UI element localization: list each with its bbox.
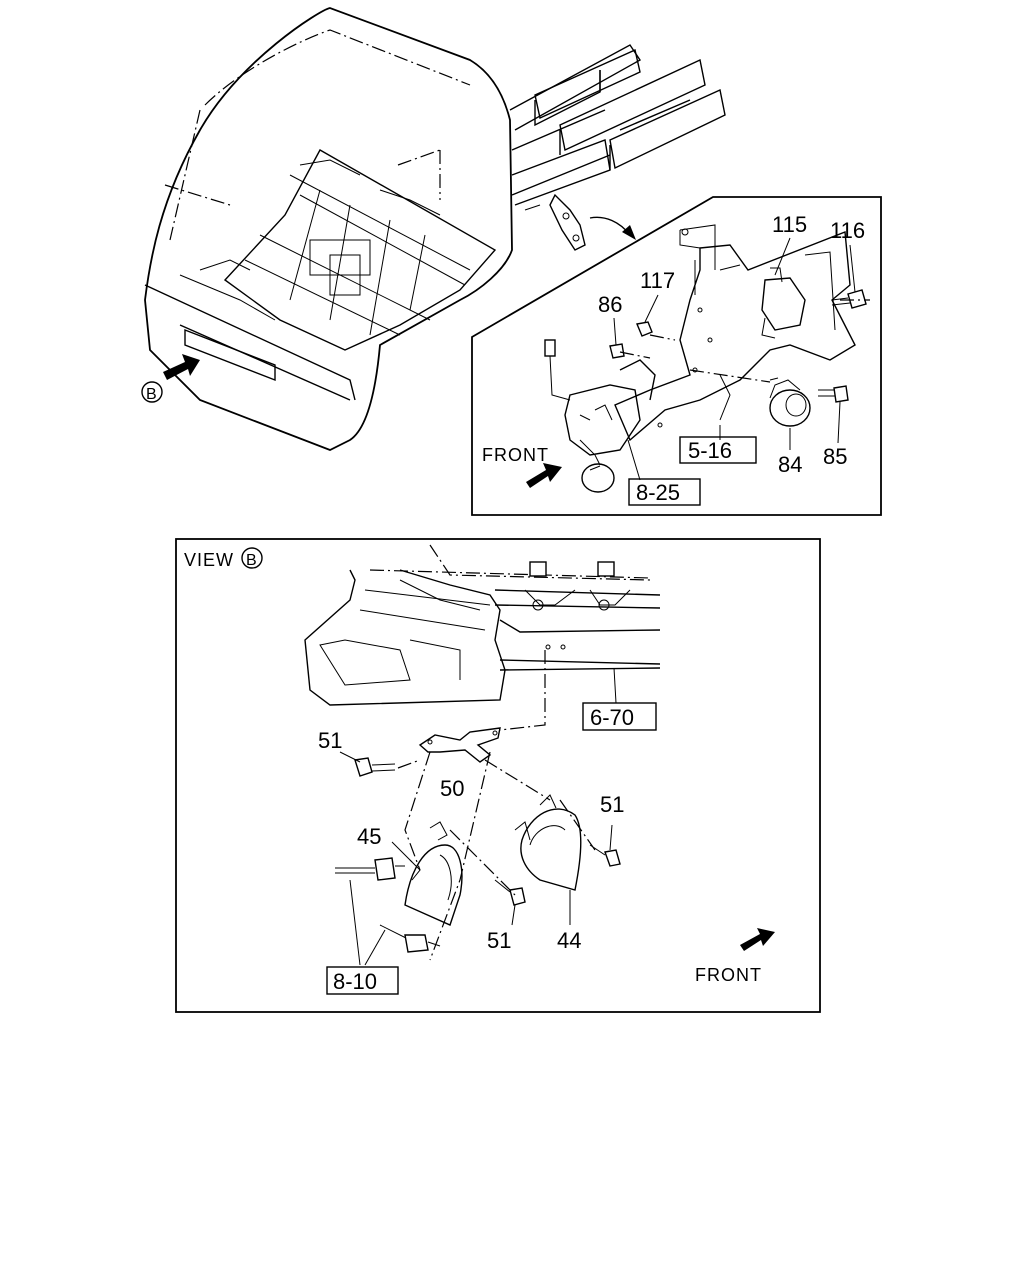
frame-bracket (524, 193, 586, 251)
callout-44: 44 (557, 928, 581, 953)
horn-45 (404, 821, 463, 926)
leader-8-10 (349, 879, 361, 966)
horn-84 (769, 377, 811, 427)
leader-51l (339, 751, 361, 763)
leader-8-25 (627, 439, 641, 481)
cab-underside (304, 544, 651, 706)
callout-85: 85 (823, 444, 847, 469)
leader-117 (644, 294, 659, 323)
bolt-51-right (589, 844, 621, 867)
detail-panel: 115 116 117 86 84 85 5-16 8-25 FRONT (471, 196, 882, 516)
callout-50: 50 (440, 776, 464, 801)
front-label-view-b: FRONT (695, 965, 762, 985)
leader-86 (613, 317, 617, 346)
leader-51b (511, 904, 516, 926)
ref-6-70: 6-70 (590, 705, 634, 730)
view-b-marker-circle (141, 381, 163, 403)
relay-115 (761, 267, 806, 339)
leader-6-70 (613, 667, 617, 704)
callout-84: 84 (778, 452, 802, 477)
callout-116: 116 (830, 218, 865, 243)
ref-8-10: 8-10 (333, 969, 377, 994)
chassis-frame (509, 44, 726, 206)
view-label: VIEW (184, 550, 234, 570)
horn-44 (514, 794, 582, 891)
leader-51r (609, 824, 613, 851)
view-b-circle (241, 547, 263, 569)
callout-51-right: 51 (600, 792, 624, 817)
nut-86 (609, 343, 625, 359)
callout-51-left: 51 (318, 728, 342, 753)
ref-box-8-10 (326, 966, 399, 995)
leader-85 (837, 401, 841, 444)
leader-8-10b (364, 929, 386, 966)
bolt-51-left (354, 757, 396, 777)
callout-51-bottom: 51 (487, 928, 511, 953)
ref-box-8-25 (628, 478, 701, 506)
nut-117 (636, 321, 653, 337)
ref-8-25: 8-25 (636, 480, 680, 505)
leader-116 (849, 244, 856, 293)
callout-117: 117 (640, 268, 675, 293)
ref-box-5-16 (679, 436, 757, 464)
frame-rail-view-b (494, 561, 661, 671)
front-arrow-top (526, 463, 562, 488)
cab-floor (179, 149, 497, 351)
ref-box-6-70 (582, 702, 657, 731)
bolt-116 (831, 289, 867, 309)
bracket-50 (418, 727, 501, 763)
ref-5-16: 5-16 (688, 438, 732, 463)
cab-overview: B (141, 7, 726, 451)
view-b-panel: VIEW B (175, 538, 821, 1013)
front-arrow-view-b (740, 928, 775, 951)
connector-upper (335, 857, 405, 881)
wiring-assembly (544, 339, 656, 493)
front-label-top: FRONT (482, 445, 549, 465)
callout-115: 115 (772, 212, 807, 237)
leader-45 (391, 841, 413, 863)
leader-115 (774, 237, 791, 276)
view-b-panel-marker: B (246, 552, 258, 569)
callout-45: 45 (357, 824, 381, 849)
bolt-51-bottom (494, 879, 526, 906)
callout-86: 86 (598, 292, 622, 317)
connector-lower (379, 924, 441, 953)
view-b-marker: B (146, 386, 158, 403)
view-b-arrow (163, 354, 200, 380)
bolt-85 (818, 385, 849, 403)
